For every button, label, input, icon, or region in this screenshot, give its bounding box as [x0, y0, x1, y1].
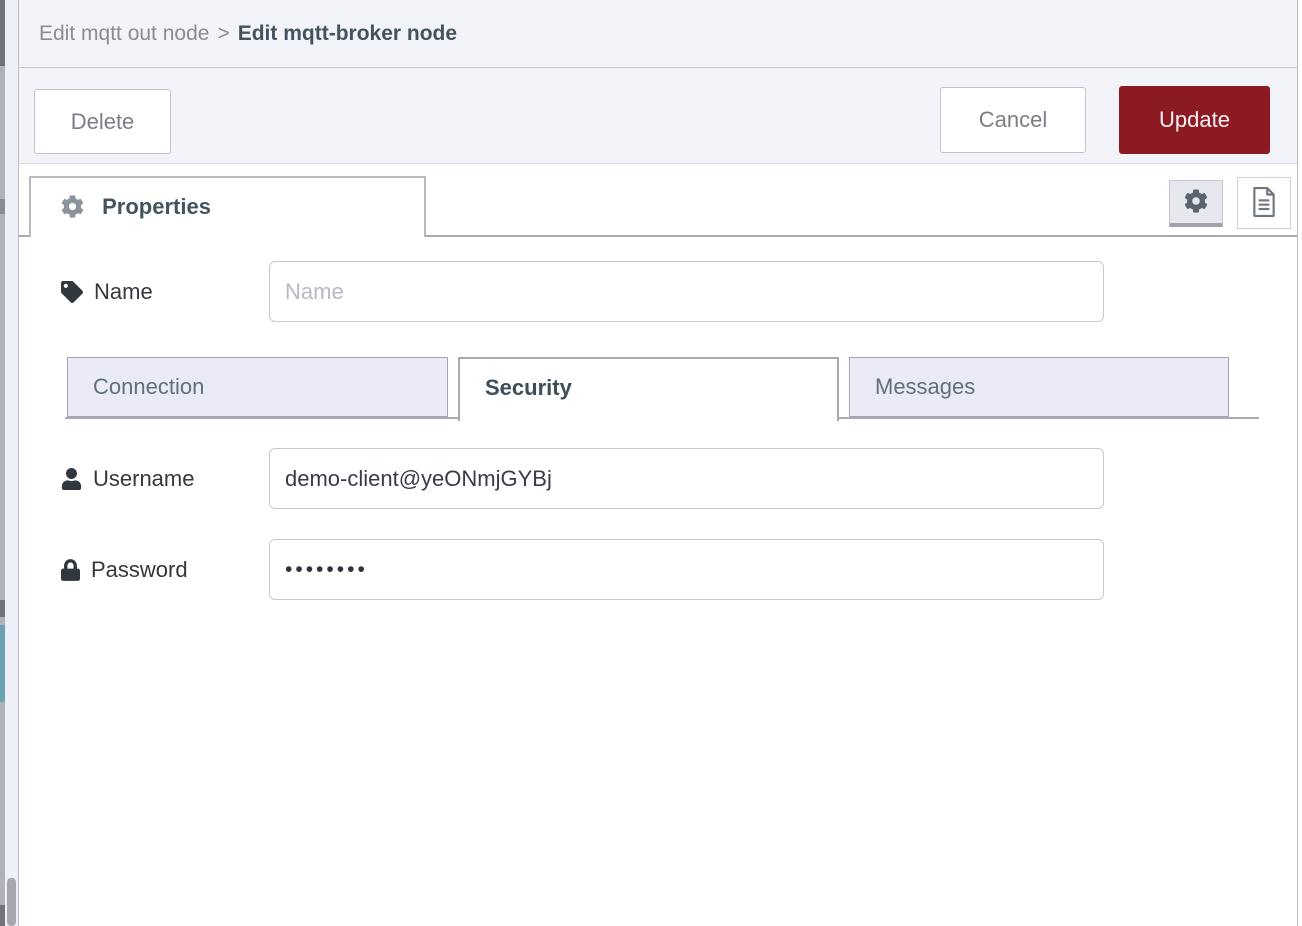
name-label: Name [61, 261, 153, 322]
tab-properties-label: Properties [102, 194, 211, 219]
breadcrumb-parent[interactable]: Edit mqtt out node [39, 22, 210, 45]
node-description-button[interactable] [1237, 177, 1291, 229]
breadcrumb: Edit mqtt out node > Edit mqtt-broker node [19, 0, 1297, 68]
document-icon [1251, 186, 1277, 220]
tab-security[interactable]: Security [458, 357, 839, 421]
vertical-scrollbar[interactable] [7, 878, 16, 926]
username-input[interactable] [269, 448, 1104, 509]
password-input[interactable] [269, 539, 1104, 600]
breadcrumb-separator: > [217, 22, 230, 45]
node-settings-button[interactable] [1169, 180, 1223, 227]
palette-node-fragment [0, 905, 5, 926]
name-input[interactable] [269, 261, 1104, 322]
tab-properties[interactable]: Properties [29, 176, 426, 237]
name-label-text: Name [94, 278, 153, 304]
edit-form: Name Connection Security Messages Userna… [19, 237, 1297, 926]
password-label: Password [61, 539, 188, 600]
update-button[interactable]: Update [1119, 86, 1270, 154]
broker-config-tabs: Connection Security Messages [19, 357, 1297, 423]
cancel-button[interactable]: Cancel [940, 87, 1086, 153]
username-label: Username [61, 448, 194, 509]
dialog-toolbar: Delete Cancel Update [19, 68, 1297, 164]
tab-messages[interactable]: Messages [849, 357, 1229, 417]
editor-tabbar: Properties [19, 164, 1297, 237]
palette-node-fragment-teal [0, 625, 5, 702]
user-icon [61, 467, 82, 490]
password-label-text: Password [91, 556, 188, 582]
tag-icon [61, 280, 83, 303]
gear-icon [61, 182, 84, 239]
gear-icon [1184, 188, 1208, 216]
palette-node-fragment [0, 600, 5, 617]
tabbar-underline [19, 235, 1297, 237]
left-gutter [5, 0, 18, 926]
lock-icon [61, 558, 80, 581]
palette-node-fragment [0, 0, 5, 66]
palette-node-fragment [0, 199, 5, 214]
workspace-edge [0, 0, 5, 926]
username-label-text: Username [93, 465, 195, 491]
delete-button[interactable]: Delete [34, 89, 171, 154]
breadcrumb-current: Edit mqtt-broker node [237, 22, 458, 45]
edit-dialog-tray: Edit mqtt out node > Edit mqtt-broker node… [18, 0, 1298, 926]
tab-connection[interactable]: Connection [67, 357, 448, 417]
